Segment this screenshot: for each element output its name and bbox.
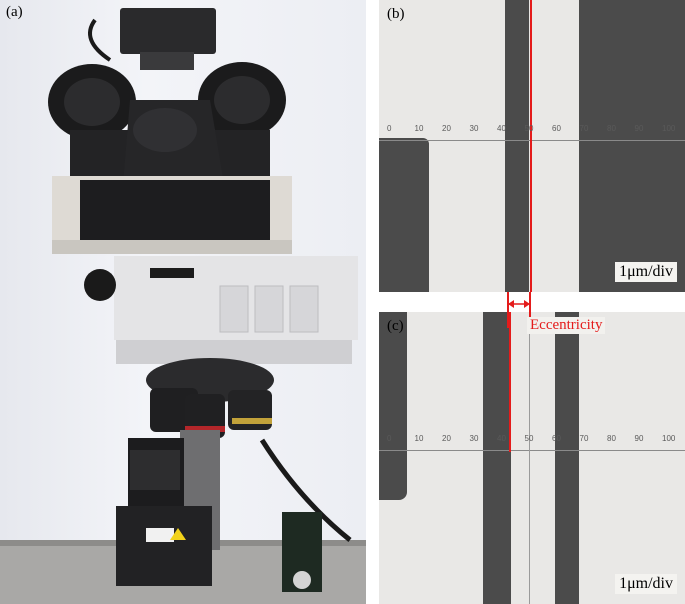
ruler-tick-label: 40 [497,124,506,133]
panel-a-label: (a) [6,4,23,20]
left-fiber-edge [379,312,407,500]
scale-bar-c: 1μm/div [615,574,677,594]
ruler-tick-label: 100 [662,124,676,133]
ruler-tick-label: 60 [552,434,561,443]
ruler-line [379,140,685,141]
panel-b-label: (b) [387,6,405,22]
ruler-tick-label: 10 [414,434,424,443]
microscope-illustration [0,8,366,604]
ruler-tick-label: 30 [469,434,479,443]
left-fiber-edge [379,138,429,292]
ruler-tick-label: 60 [552,124,561,133]
ruler-tick-label: 100 [662,434,676,443]
microscope-photo-panel: (a) [0,0,366,604]
ruler-line [379,450,685,451]
core-dark-band [483,312,511,604]
ruler-tick-label: 0 [387,124,392,133]
right-dark-band [579,0,685,292]
eccentricity-label: Eccentricity [527,317,606,334]
red-reference-line [530,0,532,292]
ruler-tick-label: 70 [579,124,589,133]
micrograph-b-panel: 0 10 20 30 40 50 60 70 80 90 100 (b) 1μm/div [379,0,685,292]
ruler-tick-label: 90 [634,434,644,443]
ruler-tick-label: 50 [524,124,534,133]
ruler-tick-label: 80 [607,124,616,133]
ruler-tick-label: 50 [524,434,534,443]
ruler-tick-label: 20 [442,434,451,443]
ruler-tick-label: 20 [442,124,451,133]
red-reference-line [509,312,511,452]
panel-c-label: (c) [387,318,404,334]
micrograph-c-panel: 0 10 20 30 40 50 60 70 80 90 100 (c) 1μm/div [379,312,685,604]
core-dark-band [505,0,529,292]
scale-bar-b: 1μm/div [615,262,677,282]
ruler-tick-label: 10 [414,124,424,133]
ruler-tick-label: 80 [607,434,616,443]
right-dark-band [555,312,579,604]
ruler-tick-label: 30 [469,124,479,133]
gray-reference-line [529,312,530,604]
ruler-tick-label: 40 [497,434,506,443]
ruler-tick-label: 90 [634,124,644,133]
ruler-tick-label: 70 [579,434,589,443]
ruler-tick-label: 0 [387,434,392,443]
